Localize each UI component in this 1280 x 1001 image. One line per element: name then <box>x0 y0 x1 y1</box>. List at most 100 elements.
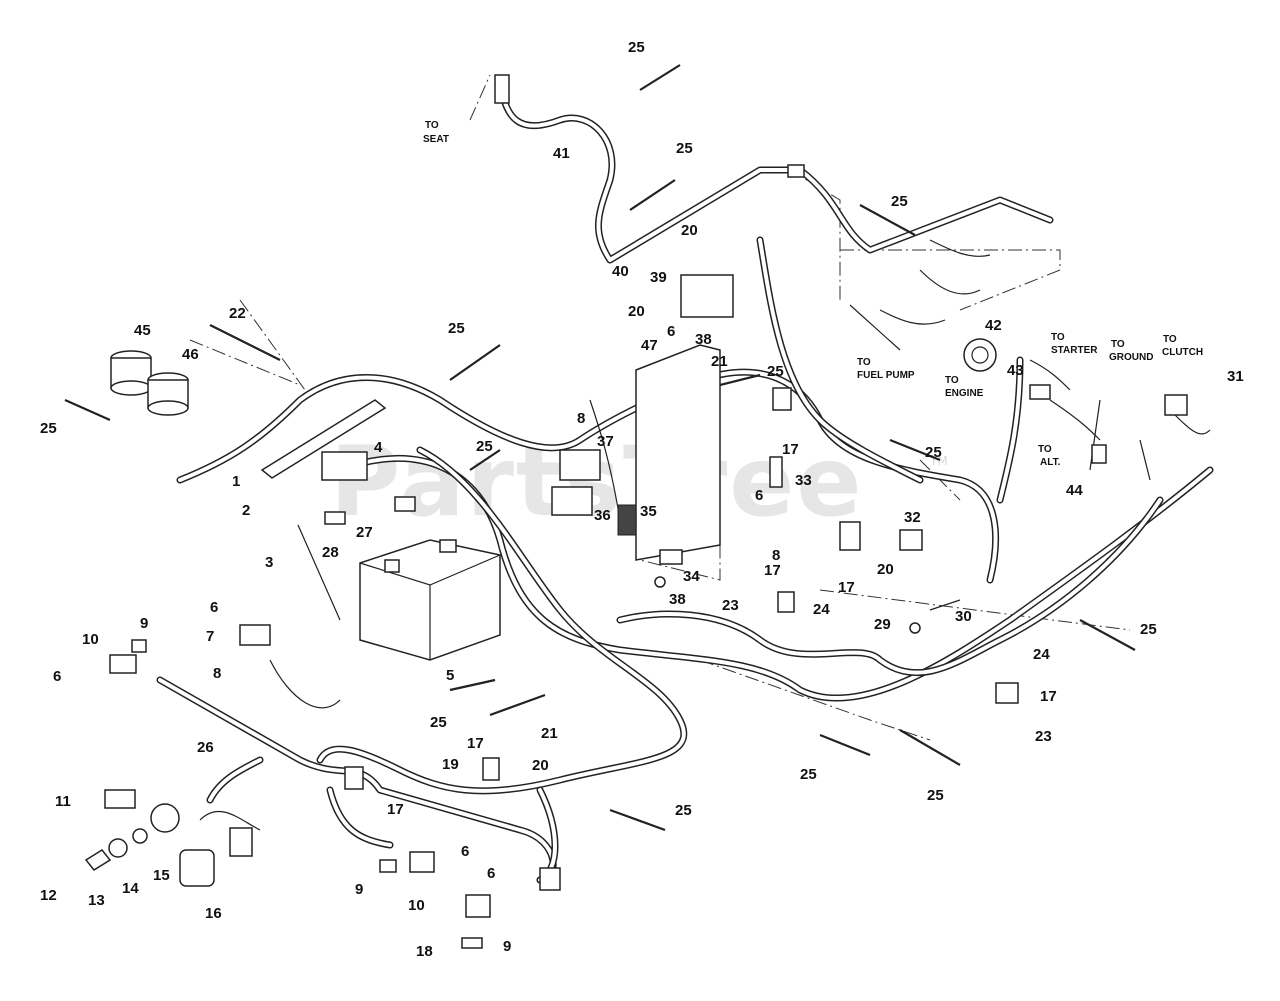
note-to-starter-line2: STARTER <box>1051 345 1098 356</box>
callout-25: 25 <box>430 714 447 731</box>
hour-meter-gauge <box>110 350 152 396</box>
destination-notes: TO SEAT TO FUEL PUMP TO ENGINE TO STARTE… <box>423 120 1203 468</box>
callout-30: 30 <box>955 608 972 625</box>
callout-3: 3 <box>265 554 273 571</box>
connector-43 <box>1029 384 1051 400</box>
battery-rod <box>297 524 341 621</box>
callout-25: 25 <box>1140 621 1157 638</box>
key-12 <box>84 849 112 871</box>
callout-36: 36 <box>594 507 611 524</box>
callout-9: 9 <box>503 938 511 955</box>
connector-34 <box>659 549 683 565</box>
ammeter-gauge <box>147 372 189 416</box>
note-to-alt-line1: TO <box>1038 444 1052 455</box>
callout-13: 13 <box>88 892 105 909</box>
callout-10: 10 <box>408 897 425 914</box>
note-to-seat-line2: SEAT <box>423 134 449 145</box>
callout-17: 17 <box>1040 688 1057 705</box>
clip-9a <box>131 639 147 653</box>
callout-31: 31 <box>1227 368 1244 385</box>
callout-25: 25 <box>767 363 784 380</box>
ground-cable <box>929 599 961 611</box>
callout-6: 6 <box>210 599 218 616</box>
callout-39: 39 <box>650 269 667 286</box>
control-module <box>680 274 734 318</box>
switch-16 <box>179 849 215 887</box>
callout-15: 15 <box>153 867 170 884</box>
bracket-7 <box>239 624 271 646</box>
callout-20: 20 <box>532 757 549 774</box>
indicator-11 <box>104 789 136 809</box>
note-to-clutch-line1: TO <box>1163 334 1177 345</box>
callout-25: 25 <box>448 320 465 337</box>
callout-23: 23 <box>722 597 739 614</box>
clip-17f <box>344 766 364 790</box>
clip-17e <box>482 757 500 781</box>
mounting-panel <box>635 344 721 561</box>
callout-40: 40 <box>612 263 629 280</box>
battery-strap <box>260 399 387 479</box>
callout-25: 25 <box>800 766 817 783</box>
callout-28: 28 <box>322 544 339 561</box>
callout-6: 6 <box>53 668 61 685</box>
callout-5: 5 <box>446 667 454 684</box>
callout-18: 18 <box>416 943 433 960</box>
callout-41: 41 <box>553 145 570 162</box>
callout-6: 6 <box>461 843 469 860</box>
alarm-42 <box>963 338 997 372</box>
callout-38: 38 <box>669 591 686 608</box>
callout-25: 25 <box>927 787 944 804</box>
connector-28 <box>324 511 346 525</box>
note-to-fuel-pump-line1: TO <box>857 357 871 368</box>
callout-10: 10 <box>82 631 99 648</box>
callout-9: 9 <box>355 881 363 898</box>
callout-44: 44 <box>1066 482 1083 499</box>
battery <box>359 539 501 661</box>
seat-connector <box>494 74 510 104</box>
callout-45: 45 <box>134 322 151 339</box>
connector-33 <box>769 456 783 488</box>
callout-labels: 25 41 25 25 20 40 39 20 38 22 25 45 46 2… <box>40 39 1244 960</box>
callout-37: 37 <box>597 433 614 450</box>
cable-ties <box>64 64 1136 832</box>
note-to-alt-line2: ALT. <box>1040 457 1061 468</box>
diode-35 <box>617 504 637 536</box>
connector-27 <box>394 496 416 512</box>
clip-17a <box>772 387 792 411</box>
callout-11: 11 <box>55 793 71 810</box>
callout-20: 20 <box>681 222 698 239</box>
callout-17: 17 <box>387 801 404 818</box>
callout-34: 34 <box>683 568 700 585</box>
callout-17: 17 <box>467 735 484 752</box>
fuse-block <box>321 451 368 481</box>
switch-15 <box>150 803 180 833</box>
callout-6: 6 <box>667 323 675 340</box>
callout-32: 32 <box>904 509 921 526</box>
callout-25: 25 <box>40 420 57 437</box>
callout-9: 9 <box>140 615 148 632</box>
callout-23: 23 <box>1035 728 1052 745</box>
callout-7: 7 <box>206 628 214 645</box>
callout-25: 25 <box>925 444 942 461</box>
clip-9b <box>379 859 397 873</box>
clip-17c <box>777 591 795 613</box>
callout-6: 6 <box>755 487 763 504</box>
callout-20: 20 <box>877 561 894 578</box>
callout-8: 8 <box>213 665 221 682</box>
callout-26: 26 <box>197 739 214 756</box>
callout-1: 1 <box>232 473 240 490</box>
callout-25: 25 <box>628 39 645 56</box>
clutch-connector <box>1164 394 1188 416</box>
callout-38: 38 <box>695 331 712 348</box>
clip-9c <box>461 937 483 949</box>
relay-37 <box>559 449 601 481</box>
callout-29: 29 <box>874 616 891 633</box>
callout-2: 2 <box>242 502 250 519</box>
components <box>84 74 1188 949</box>
connector-44 <box>1091 444 1107 464</box>
callout-17: 17 <box>782 441 799 458</box>
callout-17: 17 <box>838 579 855 596</box>
note-to-engine-line2: ENGINE <box>945 388 984 399</box>
